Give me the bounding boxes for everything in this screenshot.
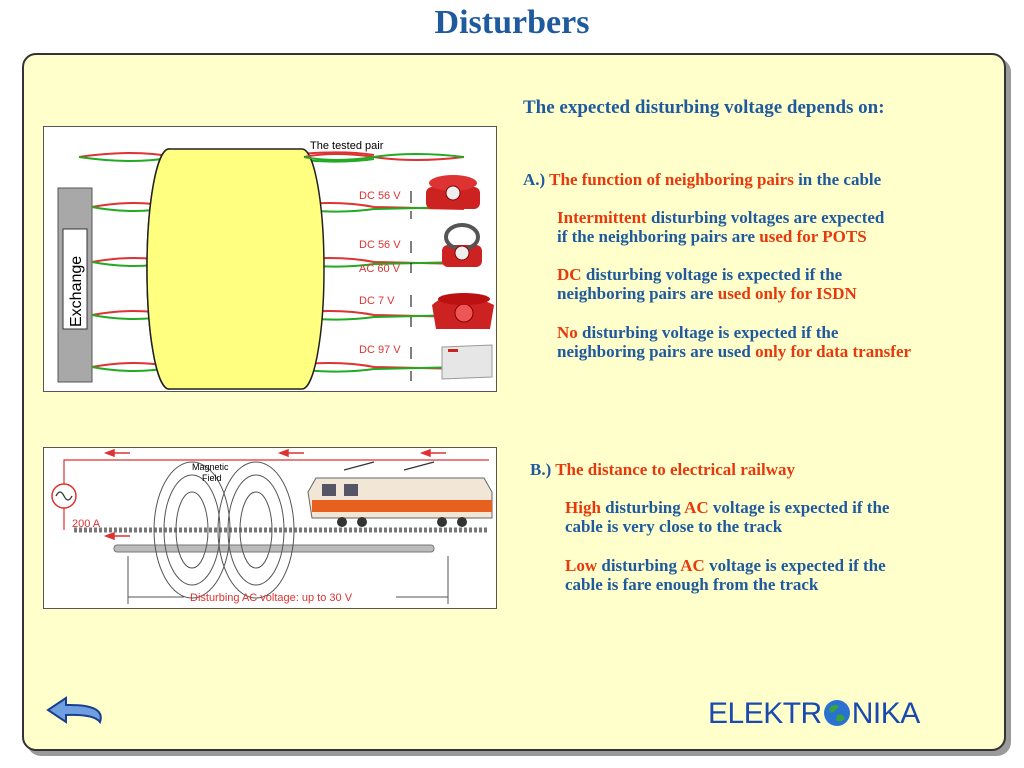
field-label: Field (202, 473, 222, 483)
section-a-title-tail: in the cable (798, 170, 882, 189)
item-line: disturbing voltage is expected if the (582, 323, 839, 342)
buried-cable (113, 544, 435, 553)
item-emphasis: Intermittent (557, 208, 647, 227)
cable-body (146, 148, 325, 390)
item-emphasis: High (565, 498, 601, 517)
magnetic-field-rings (153, 461, 295, 599)
isdn-telephone-icon (432, 293, 494, 329)
item-emphasis: used for POTS (759, 227, 867, 246)
cable-pairs-diagram: Exchange The tested pair DC 56 V DC 56 V… (43, 126, 497, 392)
voltage-label: AC 60 V (359, 263, 401, 275)
item-line: cable is fare enough from the track (565, 575, 819, 594)
back-arrow-icon[interactable] (44, 694, 110, 728)
locomotive-icon (307, 461, 493, 527)
item-line: voltage is expected if the (709, 556, 886, 575)
item-emphasis: Low (565, 556, 598, 575)
item-line: cable is very close to the track (565, 517, 783, 536)
magnetic-label: Magnetic (192, 462, 229, 472)
exchange-label-box (62, 228, 88, 330)
item-emphasis: used only for ISDN (717, 284, 857, 303)
exchange-label: Exchange (68, 256, 85, 327)
section-a-heading: A.) The function of neighboring pairs in… (523, 170, 881, 189)
item-line: neighboring pairs are (557, 284, 714, 303)
item-emphasis: only for data transfer (755, 342, 912, 361)
voltage-label: DC 7 V (359, 295, 395, 307)
page-title: Disturbers (434, 4, 590, 41)
disturbing-voltage-label: Disturbing AC voltage: up to 30 V (190, 592, 353, 604)
item-emphasis: AC (684, 498, 709, 517)
globe-icon (823, 699, 851, 727)
rotary-telephone-icon (442, 223, 482, 267)
item-line: disturbing (605, 498, 681, 517)
intro-text: The expected disturbing voltage depends … (523, 97, 885, 118)
current-arrows (103, 448, 446, 541)
item-emphasis: DC (557, 265, 582, 284)
section-b-label: B.) (530, 460, 552, 479)
overhead-wire (63, 459, 489, 488)
section-b-title: The distance to electrical railway (555, 460, 796, 479)
voltage-dimension-line (127, 556, 449, 604)
item-line: voltage is expected if the (712, 498, 890, 517)
item-emphasis: No (557, 323, 578, 342)
logo-text-right: NIKA (851, 697, 921, 730)
section-a-item: No disturbing voltage is expected if the… (557, 323, 911, 361)
railway-diagram: 200 A Magnetic Field Disturbing AC volta… (43, 447, 497, 609)
telephone-icon (426, 175, 480, 209)
section-a-item: Intermittent disturbing voltages are exp… (557, 208, 884, 246)
section-a-title: The function of neighboring pairs (549, 170, 794, 189)
voltage-label: DC 56 V (359, 239, 401, 251)
section-a-item: DC disturbing voltage is expected if the… (557, 265, 857, 303)
item-line: neighboring pairs are used (557, 342, 751, 361)
section-a-label: A.) (523, 170, 546, 189)
item-line: disturbing (601, 556, 677, 575)
elektronika-logo: ELEKTR NIKA (708, 697, 920, 731)
item-emphasis: AC (680, 556, 705, 575)
section-b-item: High disturbing AC voltage is expected i… (565, 498, 889, 536)
voltage-label: DC 97 V (359, 344, 401, 356)
item-line: disturbing voltages are expected (650, 208, 885, 227)
logo-text-left: ELEKTR (708, 697, 822, 730)
data-modem-icon (441, 344, 493, 380)
section-b-item: Low disturbing AC voltage is expected if… (565, 556, 886, 594)
voltage-label: DC 56 V (359, 190, 401, 202)
tested-pair-label: The tested pair (310, 140, 384, 152)
section-b-heading: B.) The distance to electrical railway (530, 460, 795, 479)
item-line: if the neighboring pairs are (557, 227, 756, 246)
item-line: disturbing voltage is expected if the (585, 265, 843, 284)
current-label: 200 A (72, 518, 101, 530)
